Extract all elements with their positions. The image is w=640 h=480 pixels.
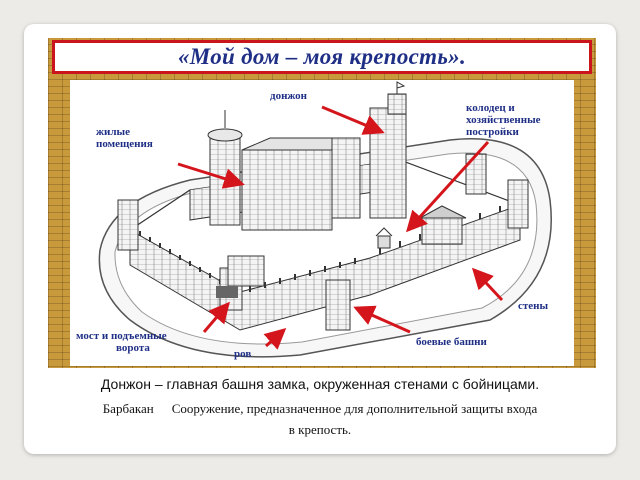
label-living-line2: помещения — [96, 138, 153, 150]
label-bridge-line1: мост и подъемные — [76, 330, 167, 342]
slide-title: «Мой дом – моя крепость». — [177, 44, 467, 69]
label-living-line1: жилые — [96, 126, 130, 138]
living-quarters — [241, 149, 333, 231]
gatehouse — [227, 255, 265, 287]
castle-drawing — [98, 81, 552, 358]
label-well-line2: хозяйственные — [466, 114, 541, 126]
label-walls: стены — [518, 300, 549, 312]
outbuildings — [421, 217, 463, 245]
donjon-tower — [369, 107, 407, 219]
label-well-line1: колодец и — [466, 102, 515, 114]
caption-definition-line2: в крепость. — [288, 422, 352, 437]
label-towers: боевые башни — [416, 336, 487, 348]
castle-illustration: донжон жилые помещения колодец и хозяйст… — [70, 80, 574, 366]
well — [377, 235, 391, 249]
title-banner: «Мой дом – моя крепость». — [52, 40, 592, 74]
label-donjon: донжон — [270, 90, 307, 102]
caption-donjon: Донжон – главная башня замка, окруженная… — [100, 376, 540, 392]
label-moat: ров — [234, 348, 252, 360]
label-well-line3: постройки — [466, 126, 519, 138]
caption-definition-line1: Сооружение, предназначенное для дополнит… — [171, 401, 538, 416]
caption-barbican: Барбакан Сооружение, предназначенное для … — [40, 398, 600, 440]
caption-term: Барбакан — [102, 401, 154, 416]
label-bridge-line2: ворота — [116, 342, 150, 354]
pointer-arrows — [177, 105, 504, 350]
